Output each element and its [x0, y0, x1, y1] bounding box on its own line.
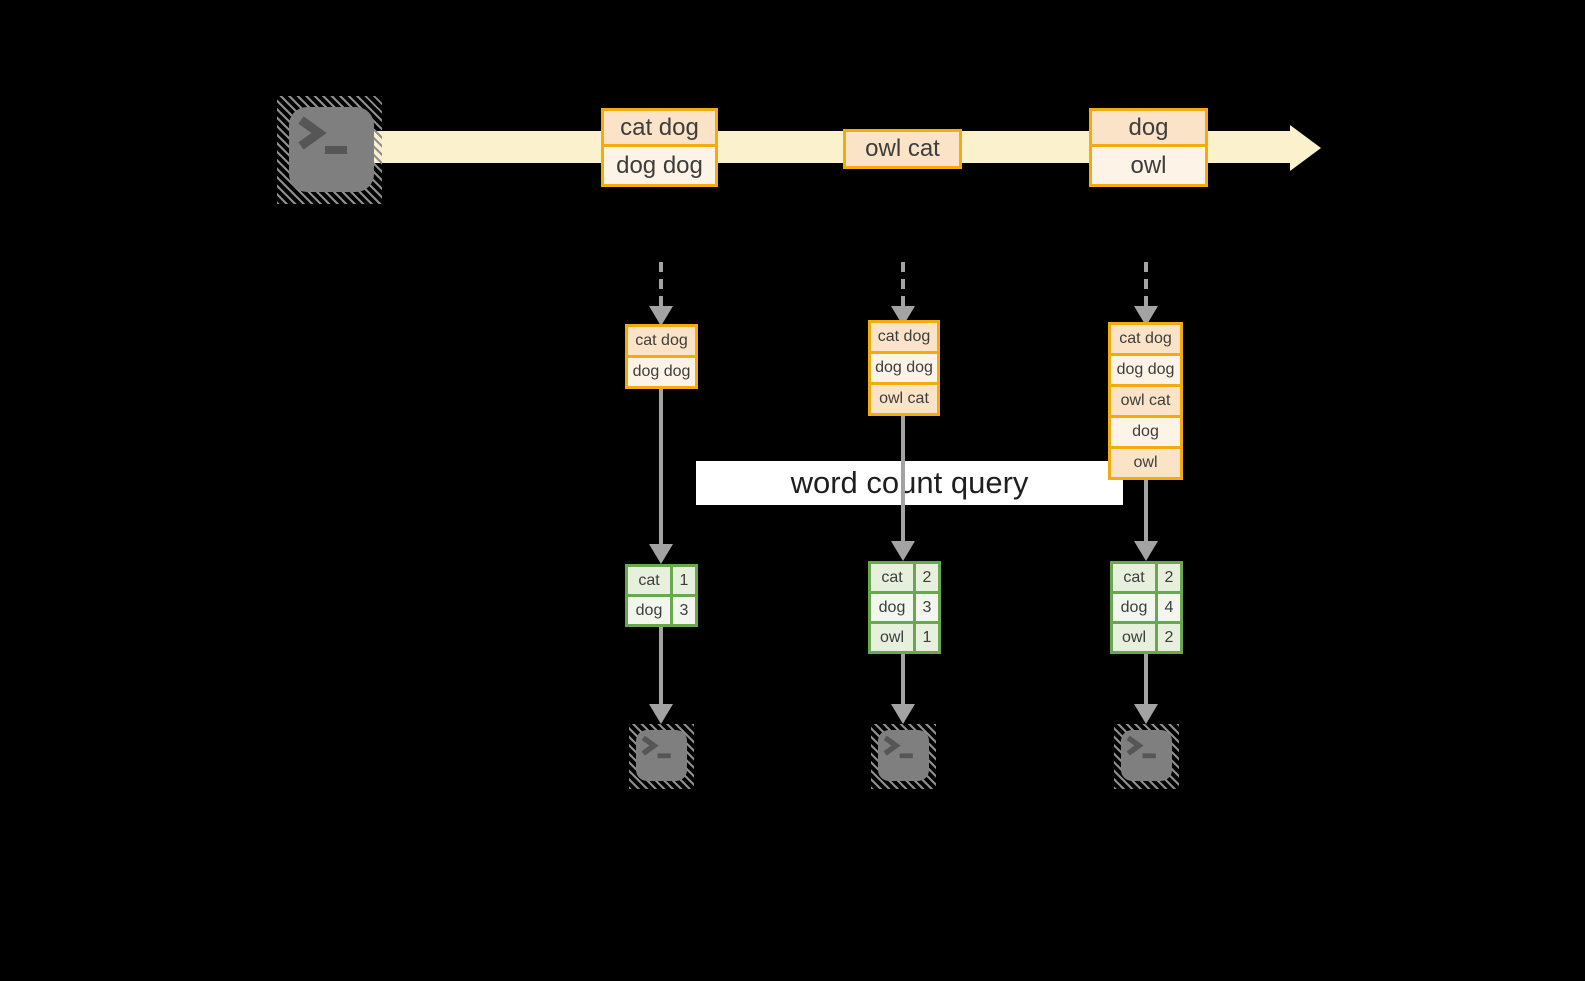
result-word-cell: cat: [1113, 564, 1155, 591]
input-stream-arrowhead-icon: [1290, 125, 1321, 171]
stream-event: dog dog: [601, 144, 718, 187]
dashed-trigger-arrow: [1144, 262, 1148, 306]
result-word-cell: dog: [871, 594, 913, 621]
terminal-prompt-icon: [641, 735, 671, 759]
dashed-trigger-arrow: [901, 262, 905, 306]
result-word-cell: owl: [1113, 624, 1155, 651]
output-sink-terminal: [871, 724, 936, 789]
input-table-row: dog: [1108, 415, 1183, 449]
input-table-row: dog dog: [868, 351, 940, 385]
stream-event: owl: [1089, 144, 1208, 187]
query-arrow: [901, 416, 905, 541]
input-table-row: cat dog: [625, 324, 698, 358]
input-table-row: dog dog: [1108, 353, 1183, 387]
terminal-prompt-icon: [298, 116, 347, 154]
result-count-cell: 3: [673, 597, 695, 624]
result-word-cell: dog: [628, 597, 670, 624]
result-table: cat 1 dog 3: [625, 564, 698, 627]
input-table: cat dog dog dog owl cat: [868, 320, 940, 416]
query-banner: word count query: [696, 461, 1123, 505]
input-table: cat dog dog dog: [625, 324, 698, 389]
result-count-cell: 3: [916, 594, 938, 621]
arrow-down-icon: [1134, 541, 1158, 561]
output-arrow: [1144, 654, 1148, 704]
query-arrow: [659, 389, 663, 544]
arrow-down-icon: [1134, 704, 1158, 724]
result-word-cell: owl: [871, 624, 913, 651]
input-table-row: cat dog: [1108, 322, 1183, 356]
output-sink-terminal: [1114, 724, 1179, 789]
result-count-cell: 2: [1158, 564, 1180, 591]
result-word-cell: cat: [871, 564, 913, 591]
arrow-down-icon: [649, 704, 673, 724]
input-table: cat dog dog dog owl cat dog owl: [1108, 322, 1183, 480]
stream-event: cat dog: [601, 108, 718, 147]
dashed-trigger-arrow: [659, 262, 663, 306]
arrow-down-icon: [649, 544, 673, 564]
terminal-prompt-icon: [1126, 735, 1156, 759]
result-word-cell: dog: [1113, 594, 1155, 621]
terminal-prompt-icon: [883, 735, 913, 759]
input-table-row: owl cat: [1108, 384, 1183, 418]
result-count-cell: 2: [1158, 624, 1180, 651]
arrow-down-icon: [891, 704, 915, 724]
output-arrow: [901, 654, 905, 704]
stream-event: owl cat: [843, 129, 962, 169]
stream-event: dog: [1089, 108, 1208, 147]
result-count-cell: 2: [916, 564, 938, 591]
input-table-row: dog dog: [625, 355, 698, 389]
result-word-cell: cat: [628, 567, 670, 594]
input-table-row: cat dog: [868, 320, 940, 354]
input-table-row: owl: [1108, 446, 1183, 480]
arrow-down-icon: [1134, 306, 1158, 326]
stream-source-terminal: [277, 96, 382, 204]
query-arrow: [1144, 480, 1148, 541]
arrow-down-icon: [891, 541, 915, 561]
result-table: cat 2 dog 4 owl 2: [1110, 561, 1183, 654]
terminal-icon: [289, 107, 374, 192]
output-arrow: [659, 627, 663, 704]
terminal-icon: [1121, 730, 1172, 781]
terminal-icon: [878, 730, 929, 781]
result-table: cat 2 dog 3 owl 1: [868, 561, 941, 654]
output-sink-terminal: [629, 724, 694, 789]
terminal-icon: [636, 730, 687, 781]
result-count-cell: 4: [1158, 594, 1180, 621]
result-count-cell: 1: [916, 624, 938, 651]
result-count-cell: 1: [673, 567, 695, 594]
query-banner-label: word count query: [790, 465, 1029, 500]
arrow-down-icon: [649, 306, 673, 326]
input-table-row: owl cat: [868, 382, 940, 416]
